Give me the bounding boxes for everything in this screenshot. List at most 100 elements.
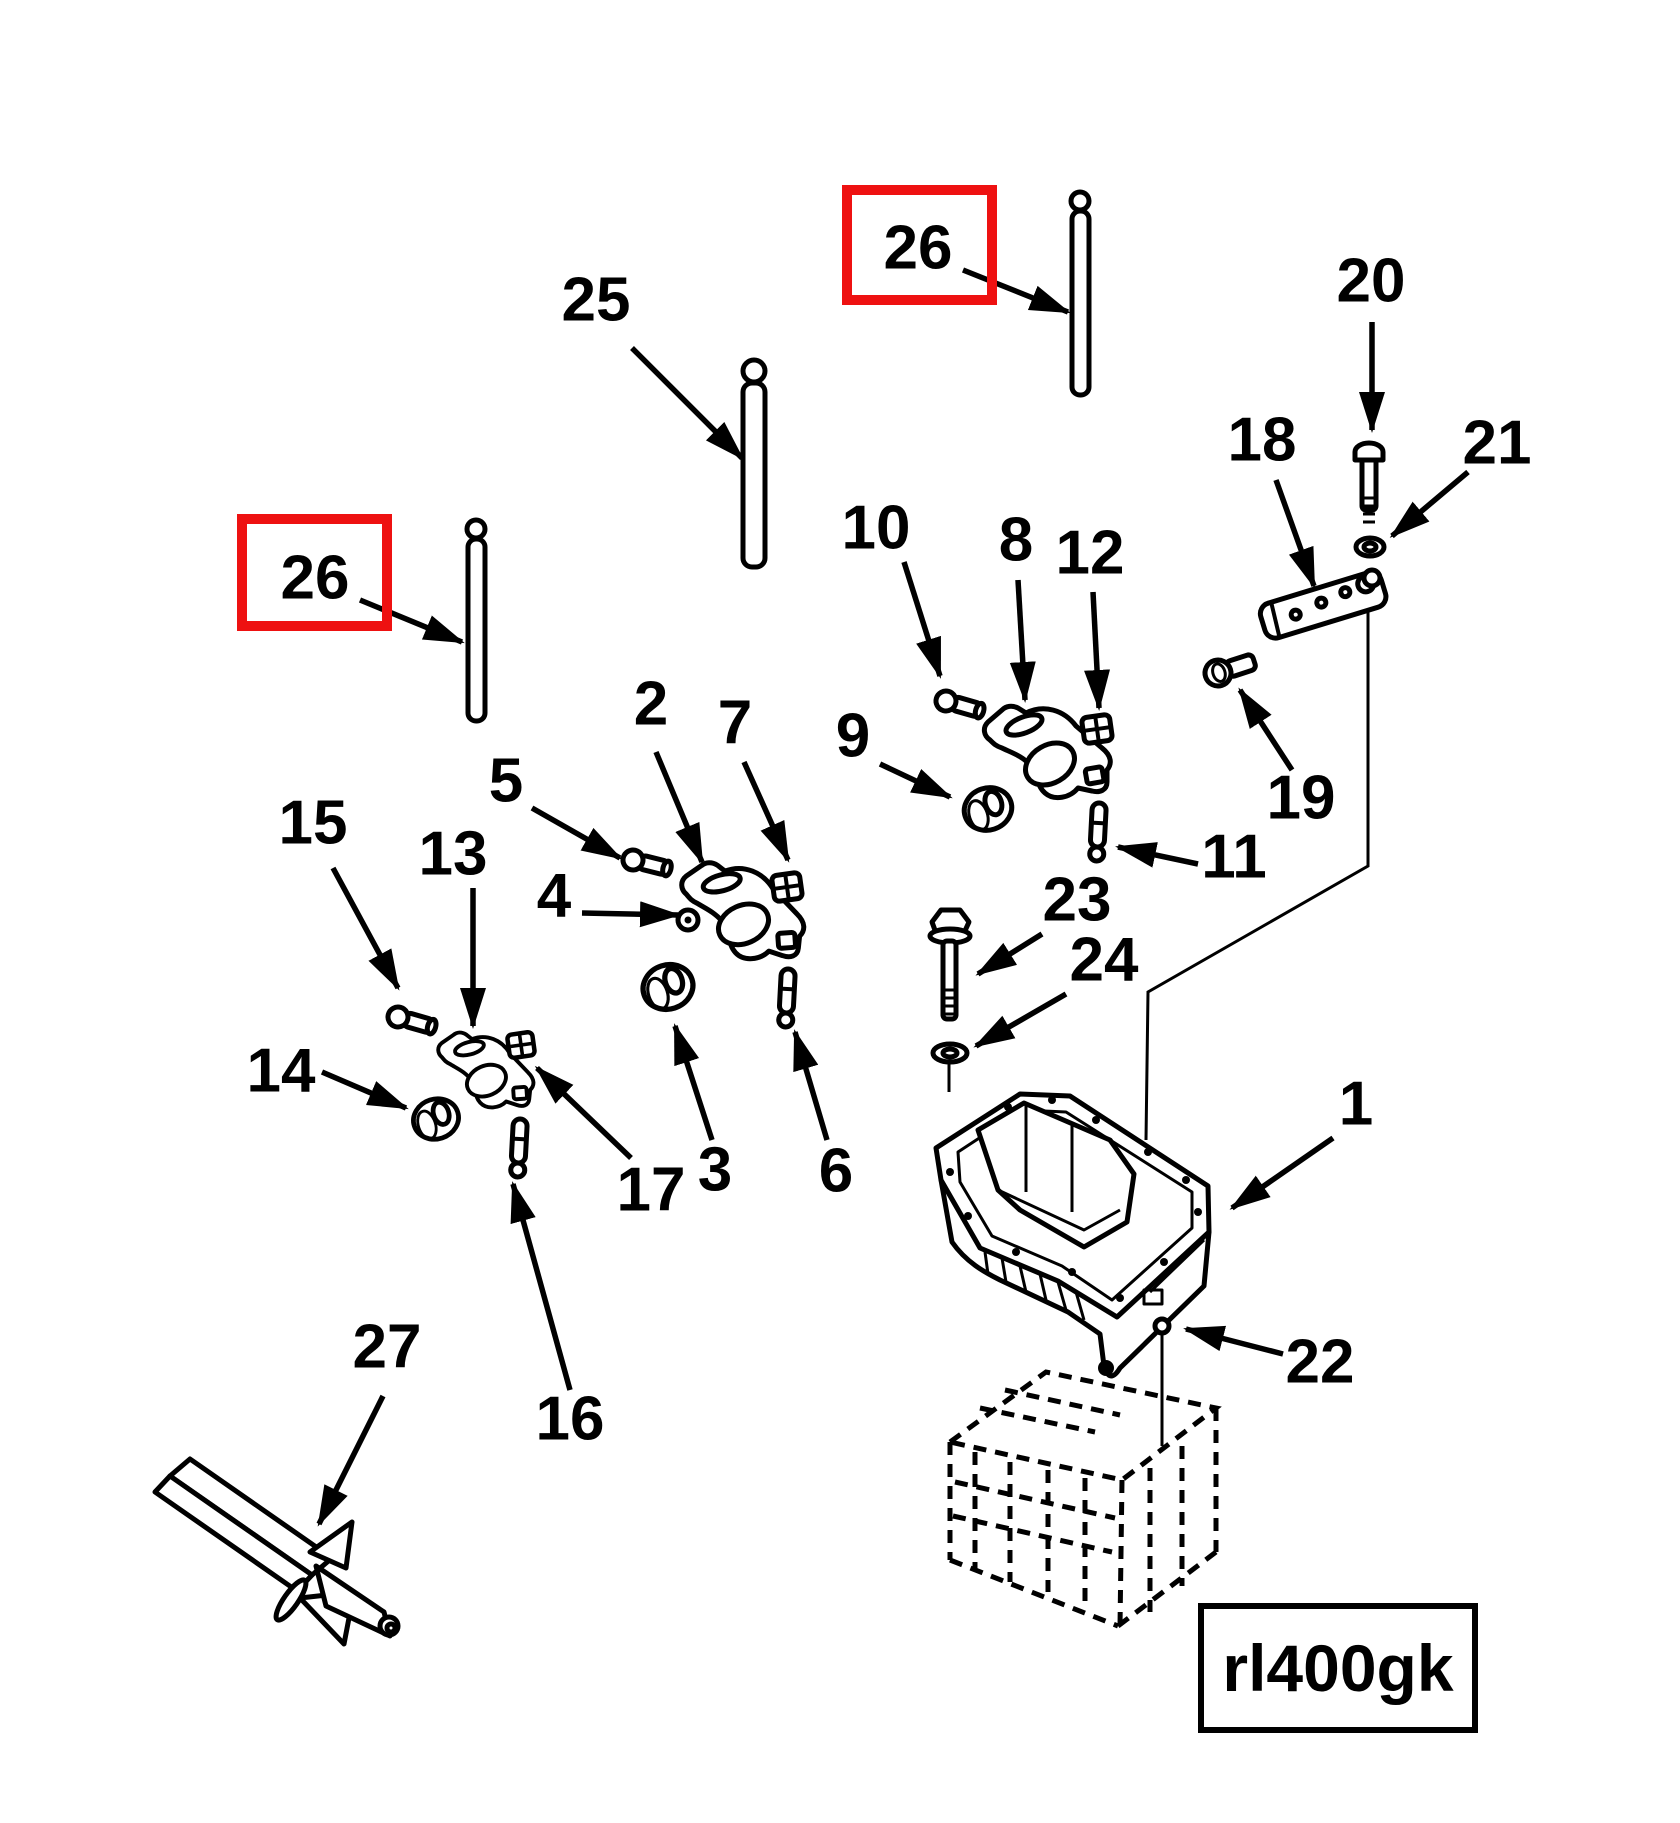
ball-screw-10	[934, 689, 987, 722]
adjuster-11	[1089, 803, 1106, 862]
bracket-hole	[1361, 567, 1383, 589]
callout-label: 14	[247, 1037, 316, 1106]
nut-17	[507, 1032, 535, 1059]
callout-24: 24	[973, 926, 1139, 1049]
drive-shaft-27	[152, 1456, 401, 1647]
roller-9	[959, 782, 1018, 837]
engine-block	[944, 1369, 1222, 1629]
callout-27: 27	[316, 1313, 422, 1527]
callout-6: 6	[792, 1029, 853, 1206]
callout-arrow	[973, 991, 1068, 1049]
pan-ribs	[983, 1238, 1206, 1321]
dowel-pin-19	[1202, 652, 1258, 689]
oil-pan-1	[933, 1091, 1212, 1379]
callout-23: 23	[975, 866, 1111, 977]
callout-arrow	[1389, 469, 1470, 539]
callout-arrow	[1183, 1325, 1284, 1357]
callout-10: 10	[842, 494, 943, 679]
callout-arrow	[961, 267, 1071, 315]
callout-arrow	[792, 1029, 830, 1141]
callout-arrow	[1273, 479, 1317, 589]
ball-screw-5	[621, 848, 673, 879]
callout-21: 21	[1389, 409, 1532, 539]
bolt-23	[927, 907, 973, 1022]
callout-label: 16	[536, 1385, 605, 1454]
callout-label: 5	[489, 747, 523, 816]
roller-14	[408, 1093, 464, 1145]
callout-arrow	[316, 1394, 386, 1527]
callout-label: 8	[999, 506, 1033, 575]
ball-screw-15	[386, 1005, 439, 1038]
callout-label: 10	[842, 494, 911, 563]
callout-arrow	[534, 1065, 633, 1160]
callout-arrow	[510, 1181, 573, 1391]
callout-label: 7	[718, 689, 752, 758]
highlight-box[interactable]	[842, 185, 997, 305]
callout-label: 27	[353, 1313, 422, 1382]
callout-25: 25	[562, 266, 745, 461]
callout-arrow	[1237, 687, 1295, 772]
callout-label: 1	[1339, 1070, 1373, 1139]
callout-7: 7	[718, 689, 791, 863]
callout-label: 25	[562, 266, 631, 335]
callout-arrow	[581, 901, 681, 928]
callout-26: 26	[842, 185, 1071, 315]
callout-label: 4	[537, 862, 572, 931]
callout-label: 15	[279, 789, 348, 858]
highlight-box[interactable]	[237, 514, 392, 631]
callout-label: 24	[1070, 926, 1139, 995]
callout-label: 21	[1463, 409, 1532, 478]
callout-arrow	[1229, 1135, 1335, 1211]
push-rod-26-left	[464, 517, 488, 724]
callout-22: 22	[1183, 1325, 1354, 1397]
callout-arrow	[530, 805, 623, 861]
callout-3: 3	[672, 1023, 732, 1205]
callout-label: 11	[1201, 823, 1267, 892]
callout-arrow	[330, 866, 401, 991]
callout-arrow	[630, 346, 745, 461]
callout-label: 3	[698, 1136, 732, 1205]
callout-arrow	[1115, 842, 1199, 868]
push-rod-26-upper	[1068, 189, 1092, 398]
bushing-3	[637, 958, 699, 1016]
callout-label: 18	[1228, 406, 1297, 475]
callout-18: 18	[1228, 406, 1317, 589]
adjuster-6	[778, 969, 795, 1028]
callout-17: 17	[534, 1065, 685, 1225]
washer-21	[1353, 535, 1387, 559]
callout-11: 11	[1115, 823, 1267, 892]
push-rod-25	[740, 357, 768, 570]
callout-label: 13	[419, 820, 488, 889]
dowel-22	[1152, 1316, 1172, 1336]
drawing-code-box: rl400gk	[1198, 1603, 1478, 1733]
callout-arrow	[741, 760, 791, 863]
callout-8: 8	[999, 506, 1036, 703]
callout-14: 14	[247, 1037, 409, 1111]
callout-16: 16	[510, 1181, 605, 1454]
callout-2: 2	[634, 670, 705, 865]
callout-4: 4	[537, 862, 681, 931]
callout-label: 12	[1056, 519, 1125, 588]
nut-12	[1081, 714, 1112, 744]
callout-arrow	[672, 1023, 715, 1141]
callout-15: 15	[279, 789, 401, 991]
callout-arrow	[653, 750, 705, 865]
callout-12: 12	[1056, 519, 1125, 711]
callout-arrow	[975, 931, 1044, 977]
callout-arrow	[1084, 591, 1111, 711]
bolt-20	[1352, 440, 1386, 524]
washer-24	[930, 1041, 970, 1065]
callout-arrow	[320, 1069, 409, 1111]
callout-label: 20	[1337, 247, 1406, 316]
callout-1: 1	[1229, 1070, 1373, 1211]
callout-arrow	[878, 761, 953, 800]
callout-label: 2	[634, 670, 668, 739]
callout-arrow	[901, 561, 943, 679]
callout-9: 9	[836, 702, 953, 800]
callout-5: 5	[489, 747, 623, 861]
callout-label: 26	[884, 214, 953, 283]
pan-bolt-holes	[946, 1096, 1202, 1302]
